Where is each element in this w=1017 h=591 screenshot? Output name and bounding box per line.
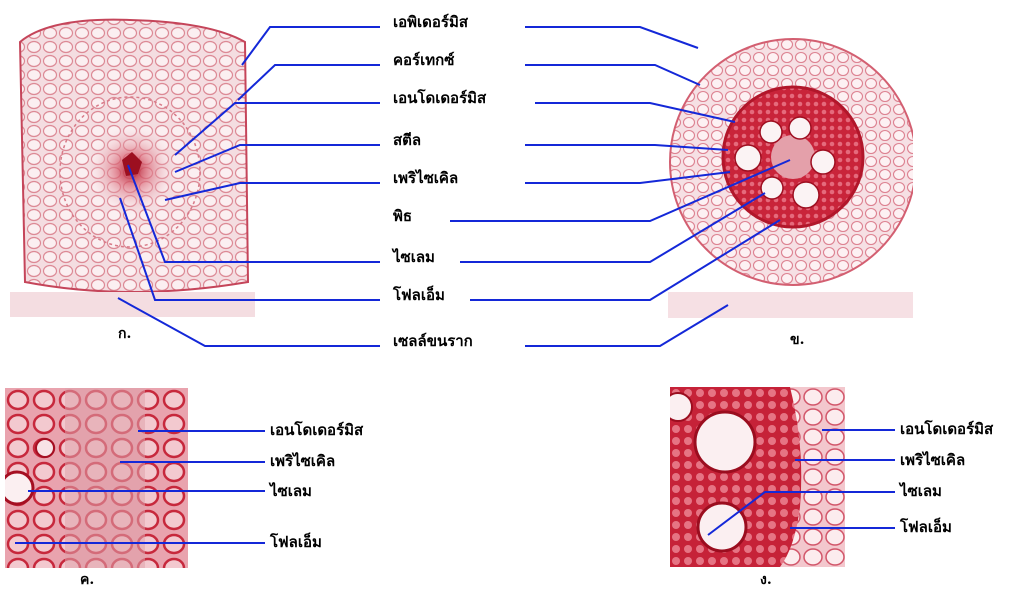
leader-line-epidermis-b <box>525 27 698 48</box>
label-c-xylem: ไซเลม <box>270 482 312 500</box>
panel-letter-a: ก. <box>118 323 131 345</box>
leader-line-endodermis-a <box>175 103 380 155</box>
leader-line-cortex-b <box>525 65 700 85</box>
label-endodermis: เอนโดเดอร์มิส <box>393 89 486 107</box>
label-xylem: ไซเลม <box>393 248 435 266</box>
leader-line-phloem-b <box>470 220 780 300</box>
label-d-xylem: ไซเลม <box>900 482 942 500</box>
label-epidermis: เอพิเดอร์มิส <box>393 13 468 31</box>
label-d-pericycle: เพริไซเคิล <box>900 451 965 469</box>
leader-line-cortex-a <box>238 65 380 100</box>
leader-line-stele-b <box>525 145 728 150</box>
label-pericycle: เพริไซเคิล <box>393 169 458 187</box>
label-c-phloem: โฟลเอ็ม <box>270 533 322 551</box>
panel-letter-c: ค. <box>80 569 94 591</box>
label-pith: พิธ <box>393 207 412 225</box>
label-d-endodermis: เอนโดเดอร์มิส <box>900 420 993 438</box>
leader-line-pith-b <box>450 160 790 221</box>
leader-line-xylem-a <box>128 165 380 262</box>
leader-line-xylem-b <box>460 193 765 262</box>
label-root-hair: เซลล์ขนราก <box>393 332 473 350</box>
label-c-pericycle: เพริไซเคิล <box>270 452 335 470</box>
leader-line-epidermis-a <box>242 27 380 65</box>
label-phloem: โฟลเอ็ม <box>393 286 445 304</box>
leader-line-pericycle-b <box>525 172 730 183</box>
label-cortex: คอร์เทกซ์ <box>393 51 454 69</box>
label-d-phloem: โฟลเอ็ม <box>900 518 952 536</box>
panel-letter-d: ง. <box>760 569 772 591</box>
panel-letter-b: ข. <box>790 329 804 351</box>
label-c-endodermis: เอนโดเดอร์มิส <box>270 421 363 439</box>
label-stele: สตีล <box>393 131 421 149</box>
leader-line-stele-a <box>175 145 380 172</box>
leader-line-root-hair-a <box>118 298 380 346</box>
leader-line-pericycle-a <box>165 183 380 200</box>
leader-line-endodermis-b <box>535 103 735 122</box>
leader-line-root-hair-b <box>525 305 728 346</box>
